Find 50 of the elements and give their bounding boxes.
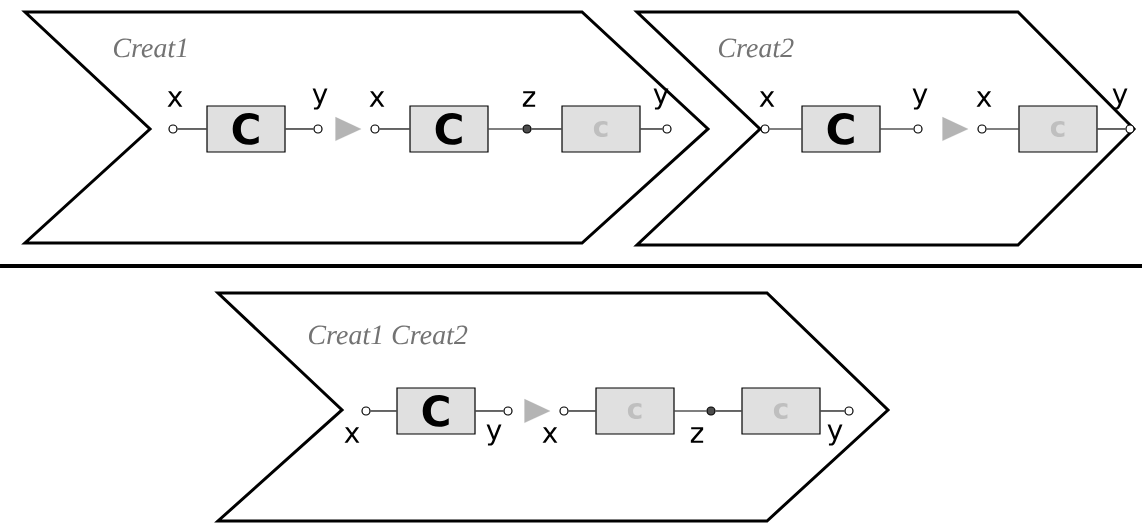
connector-line bbox=[488, 128, 523, 130]
connector-line bbox=[379, 128, 410, 130]
port-label: y bbox=[486, 424, 502, 446]
connector-line bbox=[674, 410, 707, 412]
port bbox=[522, 91, 536, 134]
component-box: C bbox=[206, 105, 286, 153]
port-label: y bbox=[912, 88, 928, 110]
port bbox=[976, 91, 992, 134]
port bbox=[369, 91, 385, 134]
port-label: x bbox=[976, 91, 992, 107]
connector-line bbox=[986, 128, 1019, 130]
port bbox=[1112, 88, 1135, 134]
arrow bbox=[524, 399, 551, 423]
connector-line bbox=[568, 410, 596, 412]
arrow bbox=[335, 117, 362, 141]
connector-line bbox=[880, 128, 914, 130]
connector-line bbox=[715, 410, 742, 412]
port bbox=[486, 406, 513, 446]
arrow bbox=[942, 117, 969, 141]
port-label: y bbox=[1112, 88, 1128, 110]
connector-line bbox=[769, 128, 802, 130]
port bbox=[312, 88, 328, 134]
port-label: z bbox=[522, 91, 536, 107]
component-box: C bbox=[396, 387, 476, 435]
connector-line bbox=[820, 410, 845, 412]
port-label: x bbox=[167, 91, 183, 107]
port bbox=[542, 406, 569, 443]
port bbox=[827, 406, 854, 446]
port-label: x bbox=[542, 427, 558, 443]
port-label: x bbox=[369, 91, 385, 107]
port bbox=[167, 91, 183, 134]
port bbox=[759, 91, 775, 134]
port bbox=[344, 406, 371, 443]
port bbox=[653, 88, 672, 134]
port-label: y bbox=[312, 88, 328, 110]
connector-line bbox=[475, 410, 504, 412]
connector-line bbox=[177, 128, 207, 130]
port-label: z bbox=[690, 427, 704, 443]
port-label: x bbox=[759, 91, 775, 107]
connector-line bbox=[1097, 128, 1126, 130]
port-label: x bbox=[344, 427, 360, 443]
component-box: C bbox=[409, 105, 489, 153]
connector-line bbox=[285, 128, 314, 130]
component-box: C bbox=[801, 105, 881, 153]
connector-line bbox=[370, 410, 397, 412]
connector-line bbox=[640, 128, 663, 130]
connector-line bbox=[531, 128, 562, 130]
port bbox=[690, 406, 716, 443]
port-label: y bbox=[827, 424, 843, 446]
port bbox=[912, 88, 928, 134]
